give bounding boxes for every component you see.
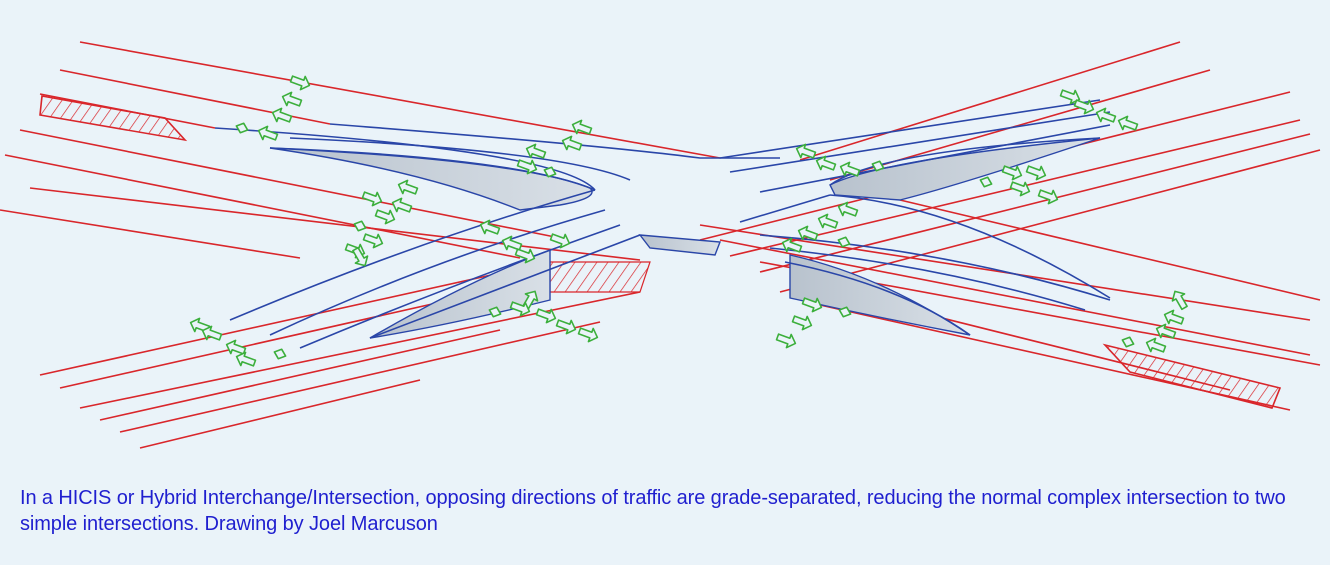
lane-arrow-icon [781, 237, 803, 253]
lane-arrow-icon [479, 219, 501, 235]
turn-arrow-icon [391, 197, 413, 213]
lane-arrow-icon [1037, 189, 1059, 205]
lane-arrow-icon [817, 213, 839, 229]
turn-arrow-icon [352, 246, 369, 267]
lane-arrow-icon [775, 333, 797, 349]
lane-arrow-icon [1073, 99, 1095, 115]
lane-arrow-icon [1095, 107, 1117, 123]
hatched-medians [39, 95, 1282, 409]
hatched-median-east [1102, 343, 1282, 409]
lane-arrow-icon [1155, 323, 1177, 339]
lane-diamond-icon [353, 220, 367, 232]
lane-arrow-icon [516, 159, 538, 175]
traffic-islands [269, 137, 1101, 339]
lane-diamond-icon [979, 176, 993, 188]
diagram-caption: In a HICIS or Hybrid Interchange/Interse… [20, 487, 1286, 535]
turn-arrow-icon [1059, 89, 1081, 105]
lane-diamond-icon [838, 306, 852, 318]
lane-arrow-icon [235, 351, 257, 367]
lane-arrow-icon [561, 135, 583, 151]
lane-diamond-icon [1121, 336, 1135, 348]
lane-arrow-icon [555, 319, 577, 335]
lane-arrow-icon [509, 301, 531, 317]
lane-arrow-icon [1117, 115, 1139, 131]
lane-arrow-icon [514, 248, 536, 264]
lane-arrow-icon [549, 233, 571, 249]
hatched-median-center-south [549, 261, 651, 293]
lane-arrow-icon [374, 209, 396, 225]
island-south [369, 248, 551, 339]
interchange-diagram [0, 41, 1321, 449]
lane-diamond-icon [235, 122, 249, 134]
lane-arrow-icon [839, 161, 861, 177]
lane-diamond-icon [837, 236, 851, 248]
lane-arrow-icon [501, 235, 523, 251]
lane-arrow-icon [837, 201, 859, 217]
lane-diamond-icon [488, 306, 502, 318]
lane-arrow-icon [225, 339, 247, 355]
lane-diamond-icon [273, 348, 287, 360]
lane-diamond-icon [543, 166, 557, 178]
lane-arrow-icon [281, 91, 303, 107]
lane-arrow-icon [571, 119, 593, 135]
lane-arrow-icon [815, 155, 837, 171]
lane-arrow-icon [1001, 165, 1023, 181]
lane-arrow-icon [525, 143, 547, 159]
lane-arrow-icon [577, 327, 599, 343]
turn-arrow-icon [1171, 290, 1188, 311]
lane-arrow-icon [397, 179, 419, 195]
lane-arrow-icon [361, 191, 383, 207]
lane-arrow-icon [1163, 309, 1185, 325]
lane-arrow-icon [1009, 181, 1031, 197]
ramp-edges [214, 99, 1111, 349]
hatched-median-west [39, 95, 188, 142]
lane-arrow-icon [1145, 337, 1167, 353]
cross-road-southwest-northeast [39, 41, 1321, 449]
lane-arrow-icon [201, 325, 223, 341]
lane-arrow-icon [271, 107, 293, 123]
lane-arrow-icon [797, 225, 819, 241]
lane-diamond-icon [871, 160, 885, 172]
lane-arrow-icon [791, 315, 813, 331]
island-center [638, 234, 721, 256]
lane-arrow-icon [289, 75, 311, 91]
lane-arrow-icon [1025, 165, 1047, 181]
lane-arrow-icon [189, 317, 211, 333]
lane-arrow-icon [801, 297, 823, 313]
lane-arrow-icon [535, 308, 557, 324]
lane-arrow-icon [257, 125, 279, 141]
lane-arrow-icon [362, 233, 384, 249]
lane-arrow-icon [795, 143, 817, 159]
lane-arrows [189, 75, 1188, 367]
